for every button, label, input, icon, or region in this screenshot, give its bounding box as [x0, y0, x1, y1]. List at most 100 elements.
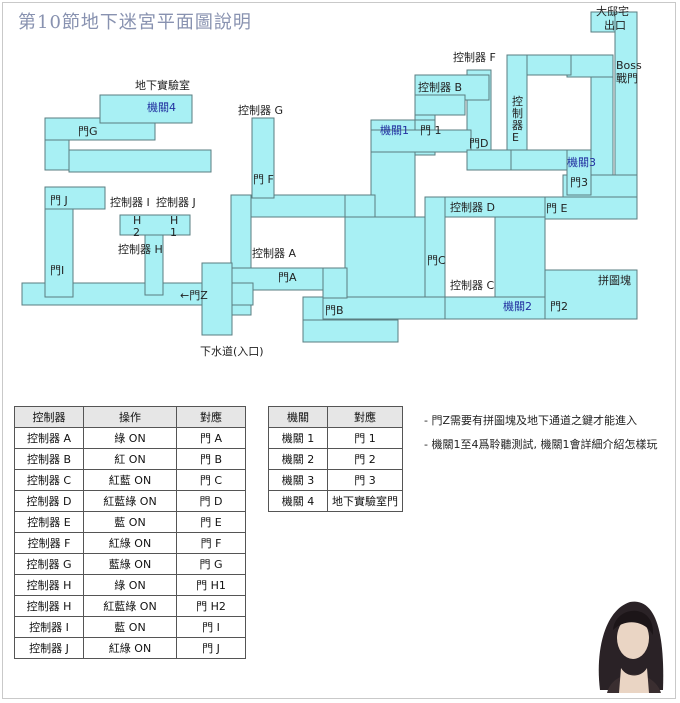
table-cell: 門 D	[176, 490, 246, 512]
ctrl-j-label: 控制器 J	[156, 196, 196, 209]
corridor	[414, 94, 466, 116]
table-cell: 控制器 E	[14, 511, 84, 533]
door-2-label: 門2	[550, 300, 568, 313]
table-cell: 紅藍綠 ON	[83, 595, 177, 617]
lab-label: 地下實驗室	[135, 79, 190, 92]
table-cell: 機關 1	[268, 427, 328, 449]
table-cell: 門 C	[176, 469, 246, 491]
ctrl-h-label: 控制器 H	[118, 243, 163, 256]
table-cell: 綠 ON	[83, 574, 177, 596]
corridor	[344, 194, 376, 218]
table-header: 控制器	[14, 406, 84, 428]
table-cell: 門 I	[176, 616, 246, 638]
door-1-label: 門 1	[420, 124, 442, 137]
corridor	[424, 196, 446, 298]
boss-house-label: 大邸宅	[596, 5, 629, 18]
entrance-label: 下水道(入口)	[200, 345, 264, 358]
table-cell: 門 A	[176, 427, 246, 449]
ctrl-g-label: 控制器 G	[238, 104, 284, 117]
corridor	[68, 149, 212, 173]
table-cell: 控制器 B	[14, 448, 84, 470]
corridor	[544, 196, 638, 220]
corridor	[99, 94, 193, 124]
table-cell: 門 1	[327, 427, 403, 449]
table-cell: 門 E	[176, 511, 246, 533]
table-header: 機關	[268, 406, 328, 428]
table-cell: 紅藍綠 ON	[83, 490, 177, 512]
h1-label: H 1	[170, 214, 179, 239]
corridor	[322, 267, 348, 299]
ctrl-e-label: 控制器E	[512, 95, 523, 144]
corridor	[614, 11, 638, 198]
page-title: 第10節地下迷宮平面圖說明	[18, 12, 252, 33]
corridor	[566, 54, 614, 78]
table-cell: 控制器 C	[14, 469, 84, 491]
table-cell: 門 H2	[176, 595, 246, 617]
table-cell: 門 H1	[176, 574, 246, 596]
door-z-label: ←門Z	[180, 289, 208, 302]
table-cell: 紅 ON	[83, 448, 177, 470]
corridor	[44, 186, 106, 210]
corridor	[370, 129, 472, 153]
door-a-label: 門A	[278, 271, 297, 284]
mech2-label: 機關2	[503, 300, 532, 313]
table-header: 對應	[327, 406, 403, 428]
corridor	[251, 117, 275, 199]
corridor	[566, 149, 592, 196]
table-cell: 控制器 J	[14, 637, 84, 659]
table-header: 對應	[176, 406, 246, 428]
note-1: - 門Z需要有拼圖塊及地下通道之鍵才能進入	[424, 414, 638, 427]
door-3-label: 門3	[570, 176, 588, 189]
table-cell: 機關 3	[268, 469, 328, 491]
table-cell: 藍 ON	[83, 511, 177, 533]
table-cell: 門 B	[176, 448, 246, 470]
table-cell: 紅綠 ON	[83, 532, 177, 554]
door-d-label: 門D	[469, 137, 489, 150]
maze-map	[21, 11, 638, 343]
table-cell: 控制器 H	[14, 595, 84, 617]
corridor	[119, 214, 191, 236]
corridor	[201, 262, 233, 336]
boss-door2-label: 戰門	[616, 72, 638, 85]
mech3-label: 機關3	[567, 156, 596, 169]
character-portrait	[598, 601, 664, 693]
table-cell: 門 J	[176, 637, 246, 659]
table-cell: 藍綠 ON	[83, 553, 177, 575]
table-cell: 控制器 I	[14, 616, 84, 638]
table-cell: 門 2	[327, 448, 403, 470]
table-cell: 地下實驗室門	[327, 490, 403, 512]
table-cell: 紅綠 ON	[83, 637, 177, 659]
ctrl-i-label: 控制器 I	[110, 196, 150, 209]
table-cell: 控制器 F	[14, 532, 84, 554]
door-i-label: 門I	[50, 264, 65, 277]
mech1-label: 機關1	[380, 124, 409, 137]
table-header: 操作	[83, 406, 177, 428]
puzzle-label: 拼圖塊	[598, 274, 631, 287]
corridor	[544, 269, 638, 320]
corridor	[494, 216, 546, 298]
table-cell: 綠 ON	[83, 427, 177, 449]
table-cell: 門 3	[327, 469, 403, 491]
door-f-label: 門 F	[253, 173, 274, 186]
ctrl-a-label: 控制器 A	[252, 247, 297, 260]
table-cell: 門 G	[176, 553, 246, 575]
table-cell: 機關 2	[268, 448, 328, 470]
ctrl-f-label: 控制器 F	[453, 51, 496, 64]
table-cell: 藍 ON	[83, 616, 177, 638]
